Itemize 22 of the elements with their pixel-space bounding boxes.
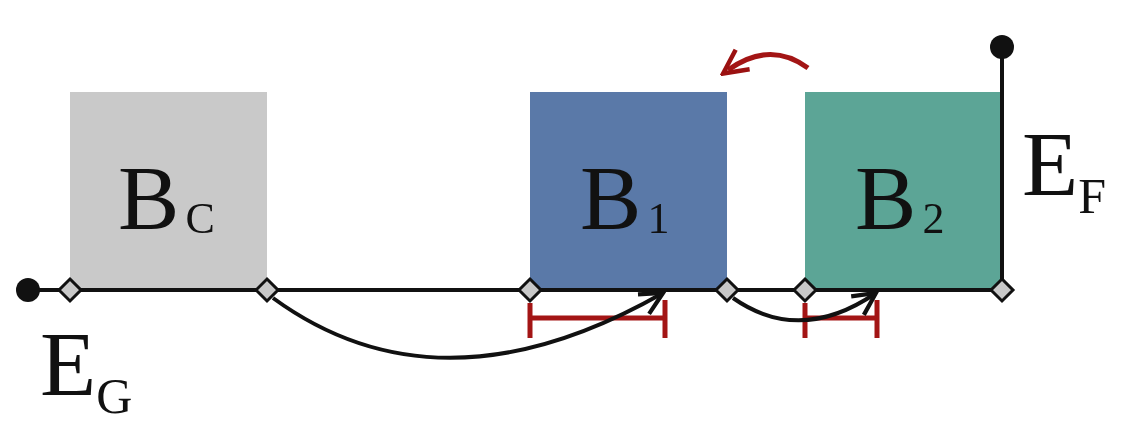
junction-diamond	[253, 276, 281, 304]
edge-name-label: E$_{F}$	[1022, 118, 1106, 221]
junction-diamond	[988, 276, 1016, 304]
end-dot	[990, 35, 1014, 59]
end-dot	[16, 278, 40, 302]
connecting-line	[541, 288, 716, 292]
connecting-line	[738, 288, 794, 292]
connecting-line	[1000, 58, 1004, 279]
connecting-line	[278, 288, 519, 292]
junction-diamond	[56, 276, 84, 304]
arrow	[731, 290, 879, 323]
junction-diamond	[791, 276, 819, 304]
junction-diamond	[516, 276, 544, 304]
edge-name-label: E$_{G}$	[40, 318, 133, 421]
junction-diamond	[713, 276, 741, 304]
connecting-line	[816, 288, 991, 292]
block	[805, 92, 1002, 290]
arrow	[271, 290, 666, 360]
connecting-line	[39, 288, 59, 292]
block	[530, 92, 727, 290]
connecting-line	[81, 288, 256, 292]
block	[70, 92, 267, 290]
